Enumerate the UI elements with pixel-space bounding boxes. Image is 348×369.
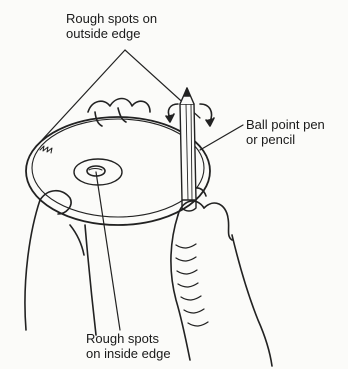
label-outside-edge: Rough spots on outside edge: [66, 11, 157, 41]
label-pen: Ball point pen or pencil: [246, 117, 325, 147]
leader-lines: [42, 50, 243, 330]
label-inside-edge: Rough spots on inside edge: [86, 331, 171, 361]
disc-hub-ring: [74, 159, 122, 185]
right-hand: [171, 188, 272, 366]
label-pen-line-2: or pencil: [246, 132, 325, 147]
disc-rim-inner: [32, 119, 204, 217]
label-inside-edge-line-1: Rough spots: [86, 331, 171, 346]
pencil: [180, 88, 196, 211]
rough-edge-marks: [40, 146, 52, 153]
label-outside-edge-line-2: outside edge: [66, 26, 157, 41]
label-pen-line-1: Ball point pen: [246, 117, 325, 132]
label-inside-edge-line-2: on inside edge: [86, 346, 171, 361]
label-outside-edge-line-1: Rough spots on: [66, 11, 157, 26]
